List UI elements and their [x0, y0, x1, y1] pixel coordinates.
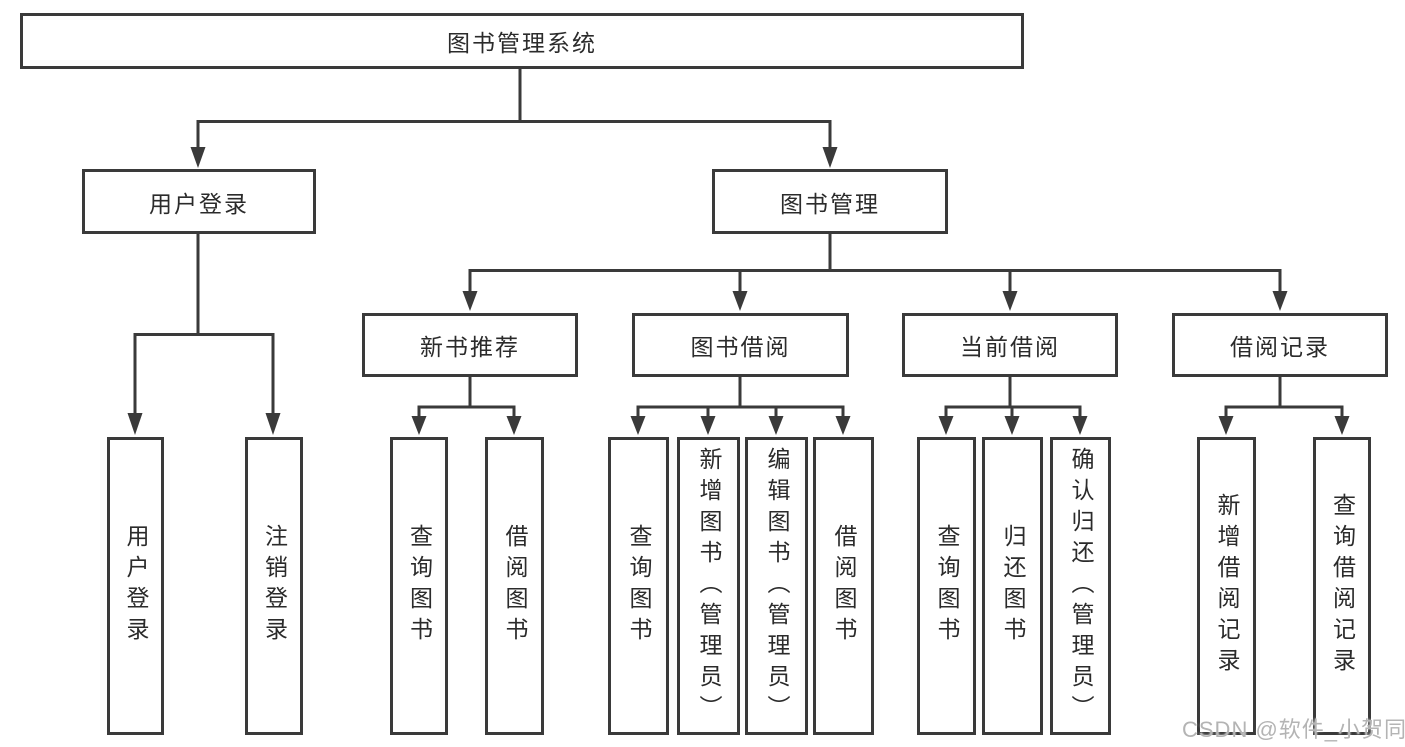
node-book-borrowing: 图书借阅 [632, 313, 849, 377]
arrowhead [1272, 291, 1288, 311]
arrowhead [1218, 416, 1234, 435]
node-new-book-recommendation: 新书推荐 [362, 313, 578, 377]
arrowhead [462, 291, 478, 311]
arrowhead [732, 291, 748, 311]
connector-current-borrow [944, 377, 1082, 418]
arrowhead [1072, 416, 1088, 435]
node-root: 图书管理系统 [20, 13, 1024, 69]
leaf-br-add-record: 新增借阅记录 [1197, 437, 1256, 735]
node-book-management: 图书管理 [712, 169, 948, 234]
leaf-nb-borrow-book: 借阅图书 [485, 437, 544, 735]
leaf-cb-return-book: 归还图书 [982, 437, 1043, 735]
arrowhead [938, 416, 954, 435]
arrowhead [630, 416, 646, 435]
connector-user-login [133, 233, 275, 415]
node-user-login: 用户登录 [82, 169, 316, 234]
connector-new-book [417, 377, 516, 418]
node-borrowing-records: 借阅记录 [1172, 313, 1388, 377]
node-current-borrowing: 当前借阅 [902, 313, 1118, 377]
leaf-user-login: 用户登录 [107, 437, 164, 735]
connector-book-borrow [636, 377, 845, 418]
arrowhead [265, 413, 281, 435]
arrowhead [127, 413, 143, 435]
arrowhead [506, 416, 522, 435]
connector-root [196, 69, 832, 148]
arrowhead [1004, 416, 1020, 435]
leaf-bb-add-book-admin: 新增图书（管理员） [677, 437, 740, 735]
arrowhead [835, 416, 851, 435]
arrowhead [768, 416, 784, 435]
arrowhead [1002, 291, 1018, 311]
leaf-cb-confirm-return-admin: 确认归还（管理员） [1050, 437, 1111, 735]
arrowhead [411, 416, 427, 435]
leaf-br-query-record: 查询借阅记录 [1313, 437, 1371, 735]
leaf-bb-edit-book-admin: 编辑图书（管理员） [745, 437, 808, 735]
arrowhead [1334, 416, 1350, 435]
connector-book-mgmt [468, 233, 1282, 293]
leaf-logout: 注销登录 [245, 437, 303, 735]
arrowhead [700, 416, 716, 435]
leaf-cb-query-book: 查询图书 [917, 437, 976, 735]
csdn-watermark: CSDN @软件_小贺同学 [1182, 717, 1405, 742]
arrowhead [822, 147, 838, 168]
connector-borrow-records [1224, 377, 1344, 418]
leaf-nb-query-book: 查询图书 [390, 437, 448, 735]
leaf-bb-borrow-book: 借阅图书 [813, 437, 874, 735]
arrowhead [190, 147, 206, 168]
leaf-bb-query-book: 查询图书 [608, 437, 669, 735]
